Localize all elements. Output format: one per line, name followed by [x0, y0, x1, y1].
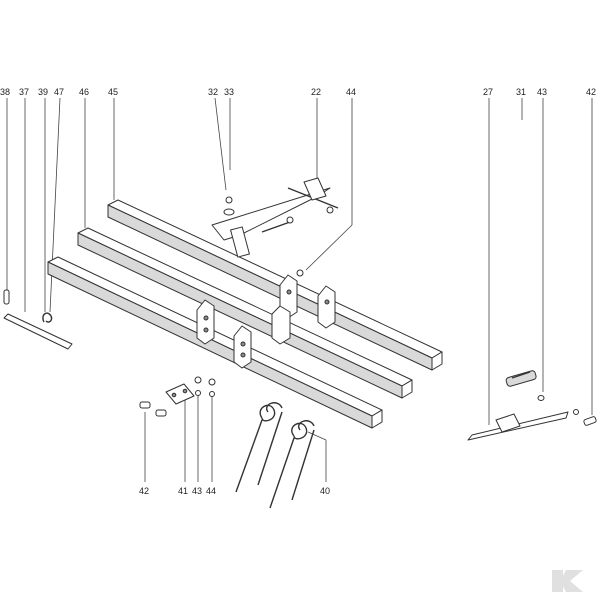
- callout-46: 46: [79, 87, 89, 97]
- brand-logo: [552, 570, 583, 592]
- callout-43-top: 43: [537, 87, 547, 97]
- bracket-set-front: [196, 299, 252, 369]
- tine-bar-46: [77, 227, 413, 399]
- tine-bar-45: [107, 199, 443, 371]
- leader-lines: [6, 97, 593, 482]
- plate-41: [165, 383, 195, 405]
- leader-44-top-bend: [305, 224, 353, 271]
- callout-39: 39: [38, 87, 48, 97]
- callout-31: 31: [516, 87, 526, 97]
- callout-37: 37: [19, 87, 29, 97]
- callout-44-top: 44: [346, 87, 356, 97]
- clip-39: [42, 312, 53, 323]
- callout-labels: 38 37 39 47 46 45 32 33 22 44 27 31 43 4…: [0, 87, 596, 496]
- nuts-43-44-bottom: [194, 376, 216, 397]
- rod-27: [467, 411, 569, 441]
- callout-42-bottom: 42: [139, 486, 149, 496]
- bolts-42-bottom: [139, 401, 167, 417]
- callout-22: 22: [311, 87, 321, 97]
- callout-38: 38: [0, 87, 10, 97]
- callout-42-top: 42: [586, 87, 596, 97]
- pin-38: [3, 289, 10, 305]
- callout-43-bottom: 43: [192, 486, 202, 496]
- bracket-set-rear: [271, 274, 336, 345]
- holder-22: [211, 177, 339, 258]
- callout-45: 45: [108, 87, 118, 97]
- leader-40: [307, 431, 327, 441]
- nut-44-top: [296, 269, 304, 277]
- callout-44-bottom: 44: [206, 486, 216, 496]
- callout-33: 33: [224, 87, 234, 97]
- callout-32: 32: [208, 87, 218, 97]
- washers-32-33: [223, 196, 235, 216]
- leader-47: [49, 97, 61, 313]
- spring-tine-40: [235, 402, 315, 509]
- tine-bar-front: [47, 256, 383, 429]
- callout-40: 40: [320, 486, 330, 496]
- callout-41: 41: [178, 486, 188, 496]
- callout-27: 27: [483, 87, 493, 97]
- rod-37: [3, 313, 73, 350]
- callout-47: 47: [54, 87, 64, 97]
- spring-31: [505, 370, 537, 387]
- washer-43-right: [537, 395, 545, 401]
- parts-42-right: [573, 409, 597, 426]
- leader-32: [214, 97, 227, 191]
